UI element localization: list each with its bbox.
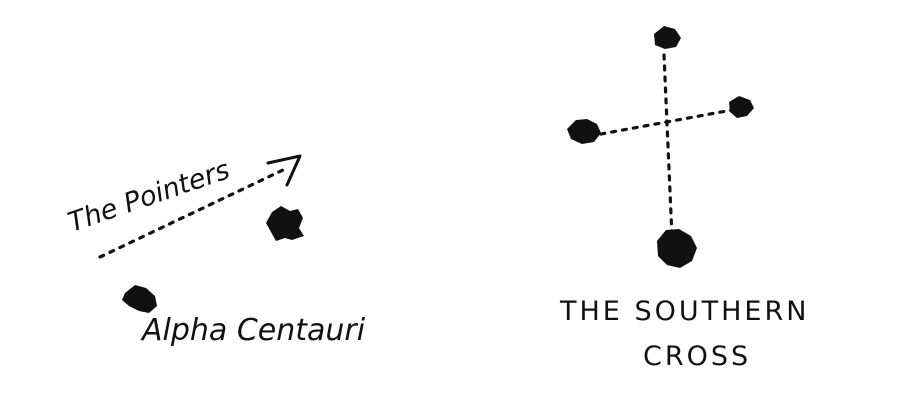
southern-cross-label-line1: THE SOUTHERN [559,296,809,327]
cross-bottom-star [657,229,697,268]
southern-cross-group: THE SOUTHERN CROSS [559,26,809,372]
alpha-centauri-label: Alpha Centauri [140,313,366,348]
southern-cross-label-line2: CROSS [643,341,751,372]
pointer-star [266,206,304,241]
cross-horizontal-line [588,106,745,138]
cross-vertical-line [662,53,674,239]
pointers-label: The Pointers [64,154,234,238]
cross-left-star [567,119,601,144]
pointers-arrowhead [266,154,302,187]
cross-right-star [729,96,754,118]
alpha-centauri-star [122,285,157,313]
alpha-centauri-group: Alpha Centauri [122,285,366,348]
pointers-group: The Pointers [64,154,302,259]
pointers-dotted-line [98,168,285,259]
cross-top-star [654,26,681,49]
